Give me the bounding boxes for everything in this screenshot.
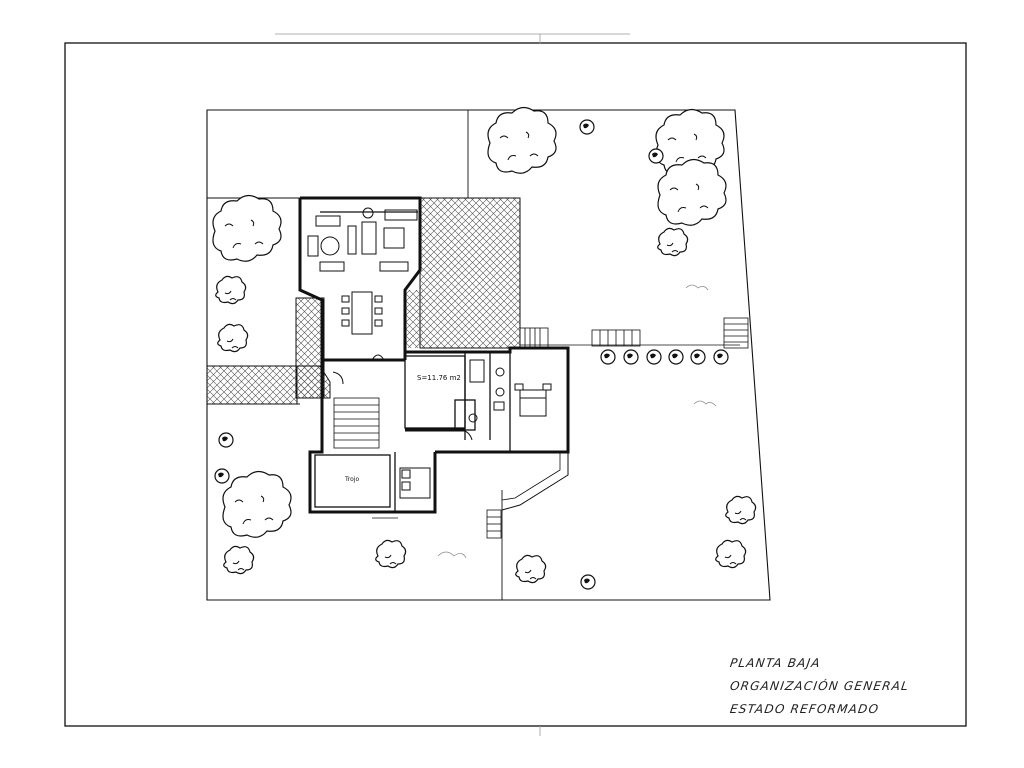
shrub-icon — [668, 349, 684, 365]
shrub-icon — [580, 574, 596, 590]
shrub-icon — [217, 323, 249, 353]
shrub-icon — [579, 119, 595, 135]
shrub-icon — [375, 539, 407, 569]
shrub-icon — [600, 349, 616, 365]
title-line-3: ESTADO REFORMADO — [729, 702, 881, 716]
area-label: S=11.76 m2 — [417, 374, 461, 382]
tree-icon — [657, 158, 727, 226]
shrub-icon — [725, 495, 757, 525]
title-line-2: ORGANIZACIÓN GENERAL — [729, 679, 911, 693]
shrub-icon — [646, 349, 662, 365]
shrub-icon — [515, 554, 547, 584]
shrub-icon — [214, 468, 230, 484]
room-label: Trojo — [344, 476, 359, 483]
tree-icon — [487, 106, 557, 174]
shrub-icon — [215, 275, 247, 305]
shrub-icon — [218, 432, 234, 448]
plot-boundary — [206, 109, 771, 601]
shrub-icon — [715, 539, 747, 569]
living-furniture — [307, 207, 473, 441]
shrub-icon — [713, 349, 729, 365]
sheet-border — [64, 42, 967, 727]
tree-icon — [222, 470, 292, 538]
shrub-icon — [223, 545, 255, 575]
terrace-hatched — [419, 197, 521, 349]
shrub-icon — [690, 349, 706, 365]
shrub-icon — [648, 148, 664, 164]
stairs — [333, 317, 749, 539]
title-line-1: PLANTA BAJA — [729, 656, 822, 670]
shrub-icon — [623, 349, 639, 365]
shrub-icon — [657, 227, 689, 257]
tree-icon — [212, 194, 282, 262]
